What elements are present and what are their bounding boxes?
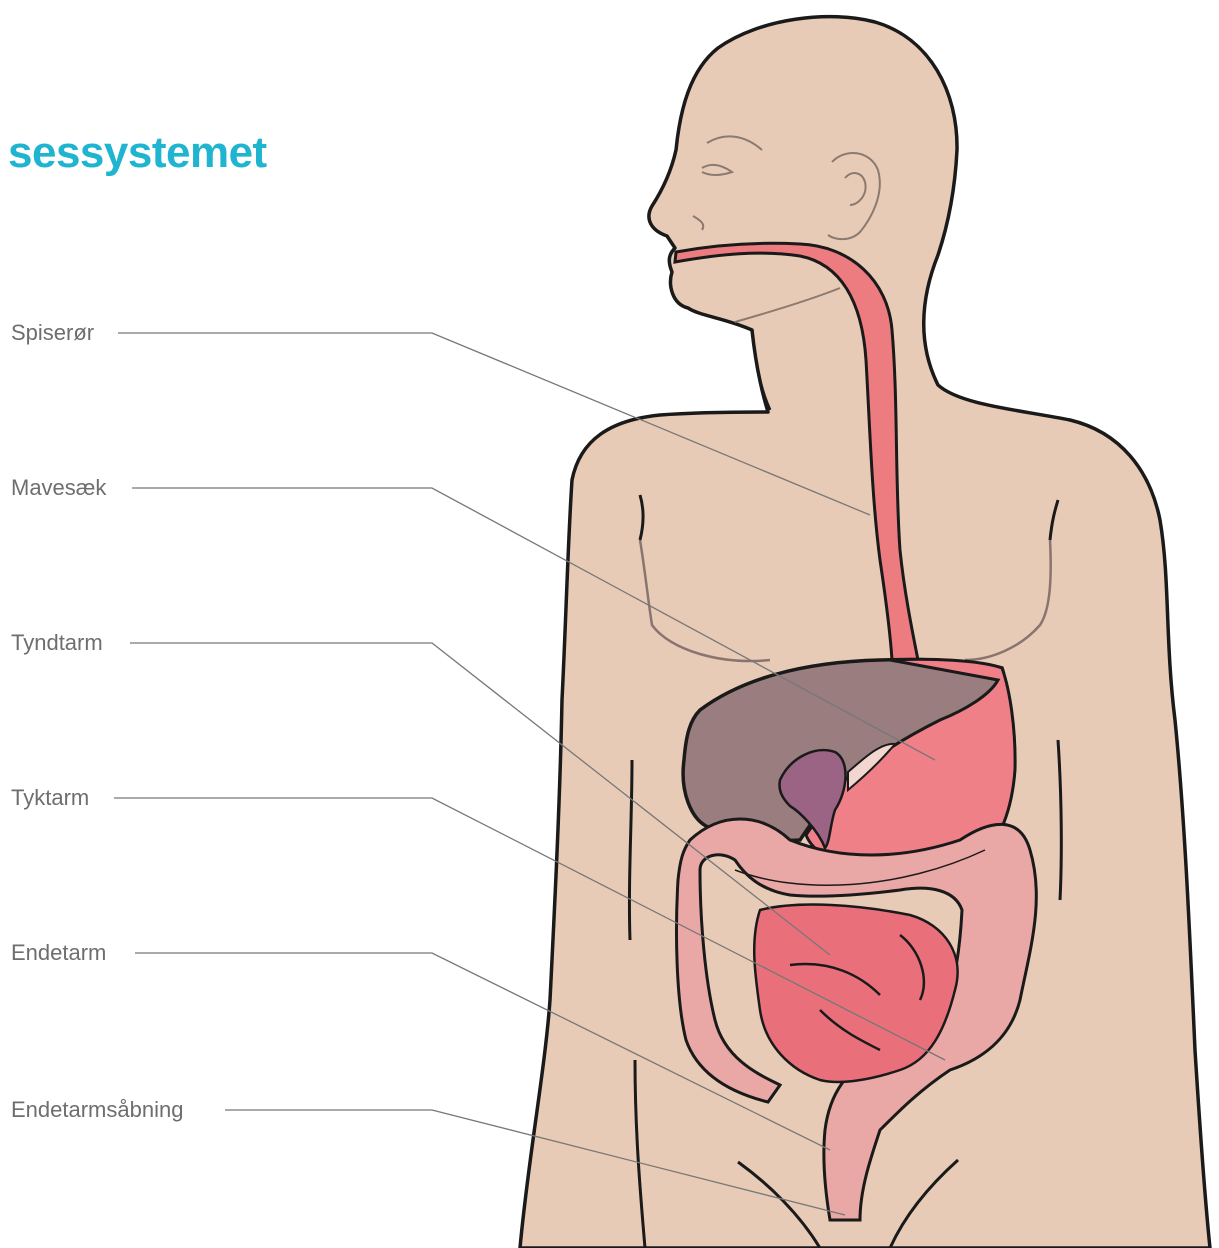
label-endetarmsaabning: Endetarmsåbning	[11, 1097, 183, 1123]
label-mavesaek: Mavesæk	[11, 475, 106, 501]
label-tyktarm: Tyktarm	[11, 785, 89, 811]
label-spiseror: Spiserør	[11, 320, 94, 346]
label-tyndtarm: Tyndtarm	[11, 630, 103, 656]
label-endetarm: Endetarm	[11, 940, 106, 966]
